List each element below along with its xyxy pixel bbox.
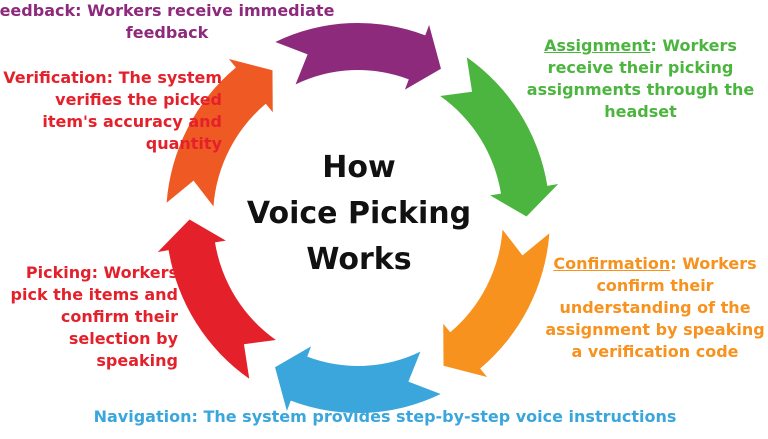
diagram-title: How Voice Picking Works xyxy=(227,145,491,283)
picking-label: Picking: Workers pick the items and conf… xyxy=(10,263,178,370)
title-line-2: Voice Picking xyxy=(246,196,472,231)
assignment-label: Assignment: Workers receive their pickin… xyxy=(518,35,763,123)
assignment-arrow xyxy=(440,57,559,217)
confirmation-term: Confirmation xyxy=(553,254,671,273)
assignment-text: : Workers receive their picking assignme… xyxy=(526,36,755,121)
verification-arrow xyxy=(166,59,273,207)
navigation-label: Navigation: The system provides step-by-… xyxy=(93,407,677,426)
verification-label: Verification: The system verifies the pi… xyxy=(3,68,222,153)
title-line-1: How xyxy=(322,150,396,185)
feedback-label: eedback: Workers receive immediate feedb… xyxy=(0,1,335,42)
confirmation-label: Confirmation: Workers confirm their unde… xyxy=(545,253,765,363)
title-line-3: Works xyxy=(306,242,412,277)
feedback-arrow xyxy=(275,23,441,90)
navigation-arrow xyxy=(275,346,441,413)
confirmation-text: : Workers confirm their understanding of… xyxy=(545,254,765,361)
assignment-term: Assignment xyxy=(544,36,651,55)
picking-arrow xyxy=(157,219,276,379)
confirmation-arrow xyxy=(443,229,550,377)
